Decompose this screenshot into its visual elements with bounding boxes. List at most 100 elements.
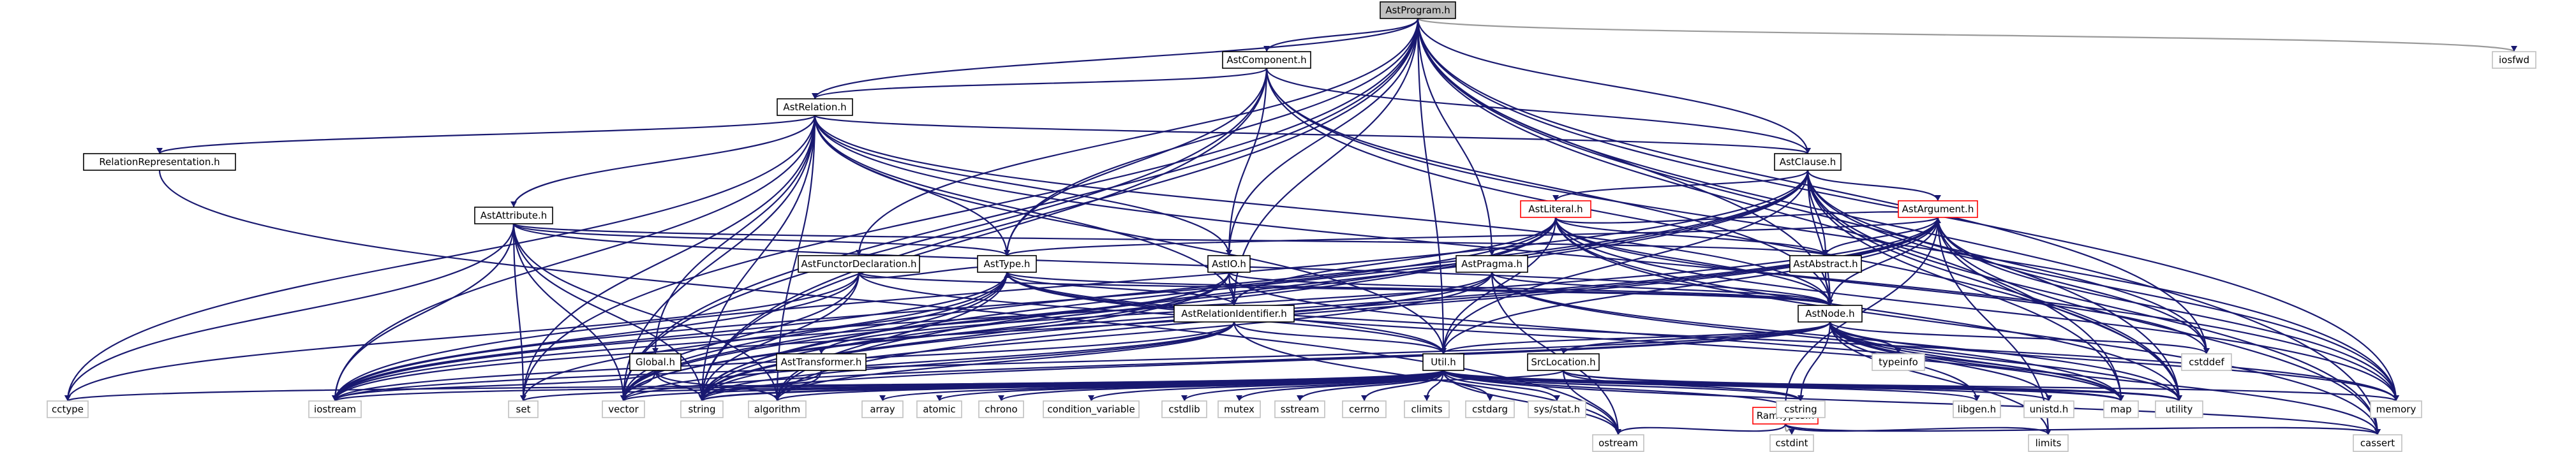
node-label-sysstat: sys/stat.h xyxy=(1534,404,1581,415)
node-astattribute[interactable]: AstAttribute.h xyxy=(474,207,553,224)
edge-AstNode-to-cstddef xyxy=(1829,321,2208,355)
edge-AstComponent-to-AstClause xyxy=(1265,68,1809,154)
node-astrelationidentifier[interactable]: AstRelationIdentifier.h xyxy=(1173,305,1295,323)
node-relationrepresentation[interactable]: RelationRepresentation.h xyxy=(83,153,236,171)
node-box-global xyxy=(629,353,681,371)
node-label-global: Global.h xyxy=(636,356,675,368)
node-label-limits: limits xyxy=(2036,437,2062,449)
edge-AstArgument-to-AstNode xyxy=(1829,217,1939,306)
node-label-astrelation: AstRelation.h xyxy=(783,101,846,113)
edge-SrcLocation-to-utility xyxy=(1562,369,2180,402)
node-astrelation[interactable]: AstRelation.h xyxy=(777,98,853,116)
edge-AstIO-to-iostream xyxy=(334,272,1230,402)
edge-Util-to-sstream xyxy=(1299,370,1445,402)
node-cctype: cctype xyxy=(47,400,89,418)
edge-AstComponent-to-memory xyxy=(1265,68,2397,402)
arrowhead-SrcLocation-to-map xyxy=(2118,395,2124,401)
node-label-array: array xyxy=(870,404,895,415)
node-box-ostream xyxy=(1592,434,1644,452)
node-srclocation[interactable]: SrcLocation.h xyxy=(1527,353,1600,371)
node-box-string xyxy=(680,400,724,418)
node-asttype[interactable]: AstType.h xyxy=(977,255,1037,273)
node-label-cstdlib: cstdlib xyxy=(1168,404,1200,415)
node-cerrno: cerrno xyxy=(1342,400,1387,418)
arrowhead-Util-to-mutex xyxy=(1236,395,1242,401)
node-astabstract[interactable]: AstAbstract.h xyxy=(1789,255,1862,273)
node-label-cstdint: cstdint xyxy=(1775,437,1808,449)
edge-AstAttribute-to-set xyxy=(512,223,525,402)
arrowhead-Util-to-vector xyxy=(620,395,627,401)
node-ostream: ostream xyxy=(1592,434,1644,452)
node-vector: vector xyxy=(602,400,645,418)
node-astio[interactable]: AstIO.h xyxy=(1207,255,1251,273)
node-box-cstdint xyxy=(1769,434,1814,452)
edge-AstProgram-to-AstClause xyxy=(1417,18,1809,154)
edge-AstArgument-to-utility xyxy=(1937,217,2180,402)
node-box-astclause xyxy=(1774,153,1842,171)
node-label-util: Util.h xyxy=(1431,356,1456,368)
node-label-astrelationidentifier: AstRelationIdentifier.h xyxy=(1181,308,1287,319)
node-box-mutex xyxy=(1217,400,1261,418)
node-astnode[interactable]: AstNode.h xyxy=(1798,305,1863,323)
node-astprogram[interactable]: AstProgram.h xyxy=(1380,1,1456,19)
node-label-typeinfo: typeinfo xyxy=(1879,356,1918,368)
node-label-unistd: unistd.h xyxy=(2030,404,2069,415)
node-limits: limits xyxy=(2028,434,2069,452)
node-global[interactable]: Global.h xyxy=(629,353,681,371)
node-label-libgen: libgen.h xyxy=(1958,404,1996,415)
edge-AstRelation-to-set xyxy=(522,115,816,402)
node-cstring: cstring xyxy=(1776,400,1826,418)
node-box-asttype xyxy=(977,255,1037,273)
node-cstdlib: cstdlib xyxy=(1161,400,1207,418)
node-asttransformer[interactable]: AstTransformer.h xyxy=(776,353,867,371)
node-label-sstream: sstream xyxy=(1281,404,1319,415)
node-label-astfunctordeclaration: AstFunctorDeclaration.h xyxy=(801,258,916,270)
node-astpragma[interactable]: AstPragma.h xyxy=(1456,255,1528,273)
node-astcomponent[interactable]: AstComponent.h xyxy=(1222,51,1311,69)
node-astfunctordeclaration[interactable]: AstFunctorDeclaration.h xyxy=(798,255,920,273)
edge-AstComponent-to-AstType xyxy=(1006,68,1268,256)
arrowhead-Util-to-unistd xyxy=(2046,395,2052,401)
node-box-unistd xyxy=(2023,400,2074,418)
node-iosfwd: iosfwd xyxy=(2492,51,2536,69)
node-astliteral[interactable]: AstLiteral.h xyxy=(1520,200,1591,218)
node-label-mutex: mutex xyxy=(1224,404,1254,415)
node-box-cstring xyxy=(1776,400,1826,418)
edge-AstRelationIdentifier-to-Util xyxy=(1233,321,1445,354)
edge-AstArgument-to-memory xyxy=(1937,217,2397,402)
arrowhead-Util-to-cstdarg xyxy=(1487,395,1493,401)
edge-AstNode-to-cassert xyxy=(1829,321,2379,435)
node-label-map: map xyxy=(2110,404,2131,415)
node-set: set xyxy=(508,400,539,418)
node-box-asttransformer xyxy=(776,353,867,371)
node-label-cstring: cstring xyxy=(1784,404,1817,415)
node-box-astnode xyxy=(1798,305,1863,323)
edge-SrcLocation-to-cstring xyxy=(1562,370,1802,402)
edge-RamTypes-to-cassert xyxy=(1784,423,2379,436)
edge-AstFunctorDeclaration-to-iostream xyxy=(334,272,860,402)
edge-AstAttribute-to-AstNode xyxy=(512,223,1831,306)
node-label-astargument: AstArgument.h xyxy=(1902,203,1974,215)
edge-AstProgram-to-iosfwd xyxy=(1417,17,2515,53)
node-box-astrelationidentifier xyxy=(1173,305,1295,323)
arrowhead-AstClause-to-AstLiteral xyxy=(1552,195,1559,201)
edge-AstClause-to-memory xyxy=(1806,170,2397,402)
node-box-algorithm xyxy=(748,400,807,418)
edge-AstPragma-to-AstTransformer xyxy=(820,272,1493,354)
node-astclause[interactable]: AstClause.h xyxy=(1774,153,1842,171)
arrowhead-AstProgram-to-AstComponent xyxy=(1263,46,1270,52)
arrowhead-Util-to-sysstat xyxy=(1554,395,1560,401)
edge-AstIO-to-AstNode xyxy=(1228,271,1831,307)
arrowhead-AstNode-to-cstddef xyxy=(2203,348,2210,354)
node-label-ostream: ostream xyxy=(1598,437,1638,449)
node-cstdint: cstdint xyxy=(1769,434,1814,452)
node-astargument[interactable]: AstArgument.h xyxy=(1898,200,1978,218)
edge-AstArgument-to-cassert xyxy=(1937,217,2379,435)
edge-AstArgument-to-Util xyxy=(1442,217,1939,354)
node-util[interactable]: Util.h xyxy=(1422,353,1464,371)
node-label-cstdarg: cstdarg xyxy=(1472,404,1508,415)
edge-AstArgument-to-cstddef xyxy=(1937,217,2208,354)
edge-AstAttribute-to-cctype xyxy=(66,223,515,402)
node-atomic: atomic xyxy=(916,400,962,418)
edge-AstArgument-to-limits xyxy=(1937,217,2050,435)
